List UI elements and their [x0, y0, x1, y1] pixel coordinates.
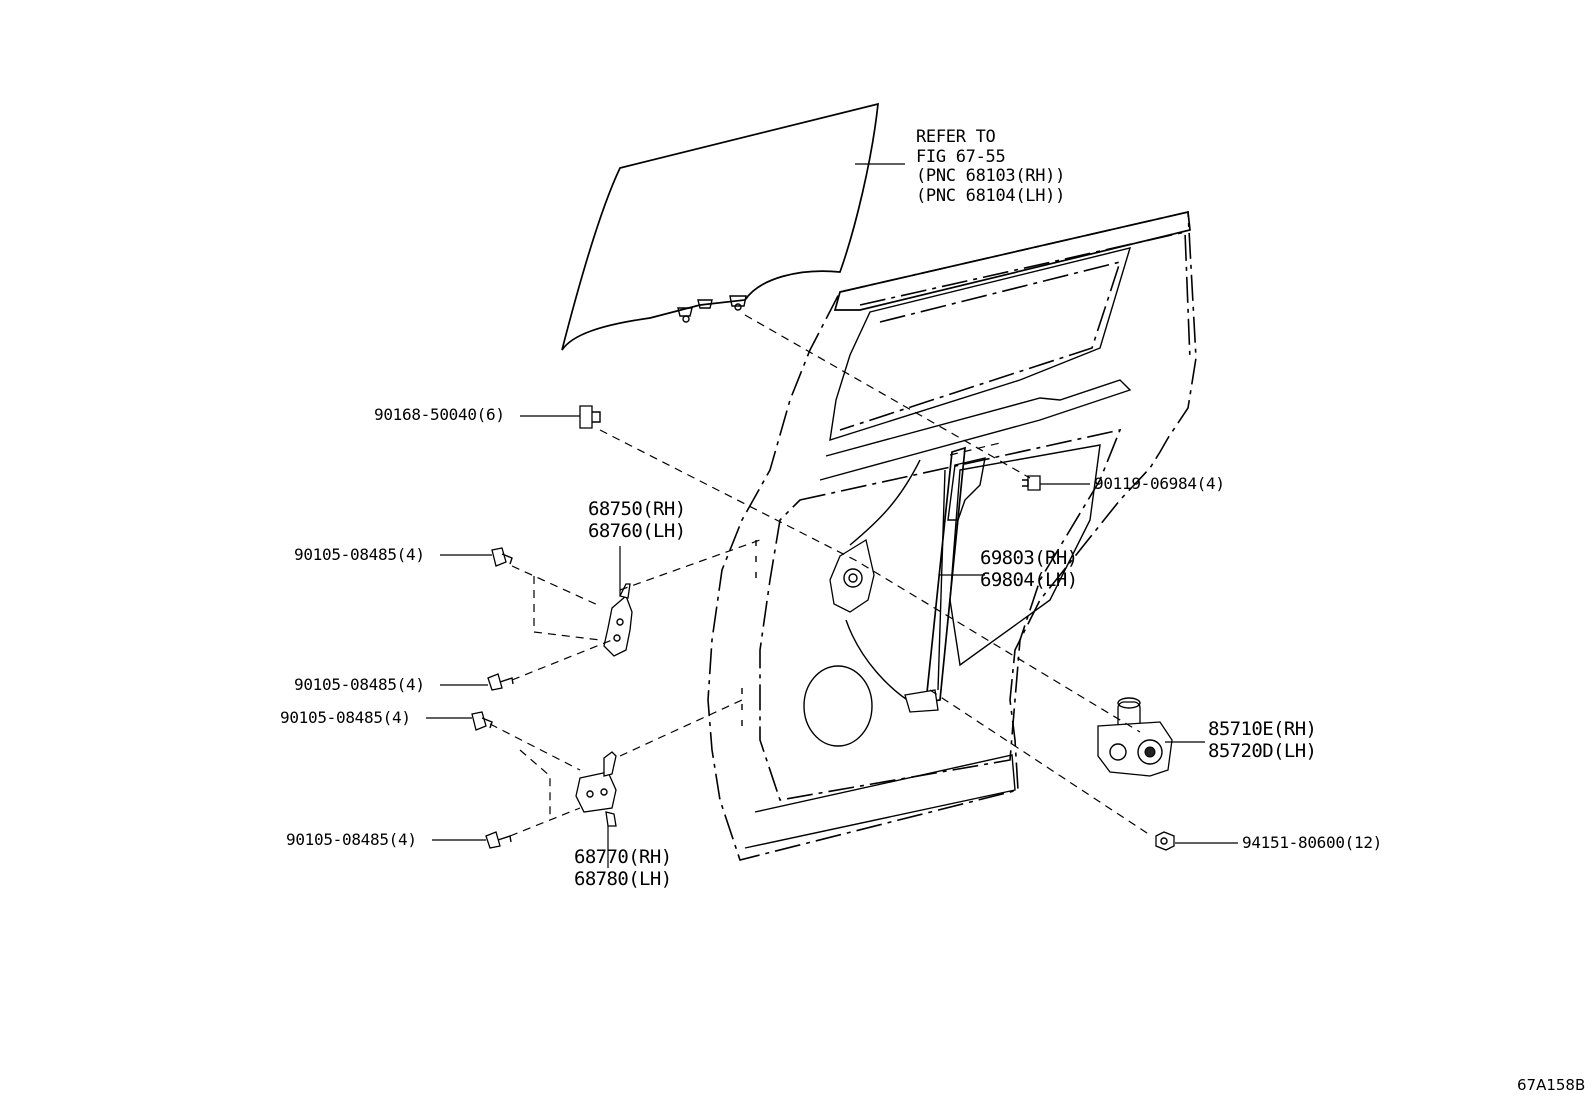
leader-lines	[426, 415, 1238, 868]
callout-regulator-lh: 69804(LH)	[980, 569, 1078, 591]
callout-motor-rh: 85710E(RH)	[1208, 718, 1317, 740]
callout-90168: 90168-50040(6)	[374, 405, 505, 424]
callout-90105-lower-a: 90105-08485(4)	[280, 708, 411, 727]
refer-line-3: (PNC 68103(RH))	[916, 166, 1066, 186]
refer-line-4: (PNC 68104(LH))	[916, 185, 1066, 206]
callout-upper-hinge-lh: 68760(LH)	[588, 520, 686, 542]
callout-lower-hinge-rh: 68770(RH)	[574, 846, 672, 868]
window-regulator	[829, 446, 986, 713]
diagram-code: 67A158B	[1517, 1076, 1586, 1094]
callout-90105-lower-b: 90105-08485(4)	[286, 830, 417, 849]
callout-94151: 94151-80600(12)	[1242, 833, 1382, 852]
callout-lower-hinge-lh: 68780(LH)	[574, 868, 672, 890]
lower-hinge	[575, 751, 617, 827]
fasteners	[471, 405, 1175, 851]
window-motor	[1097, 697, 1173, 777]
door-glass	[561, 102, 879, 351]
refer-line-2: FIG 67-55	[916, 146, 1006, 167]
callout-motor-lh: 85720D(LH)	[1208, 740, 1317, 762]
callout-90105-upper-b: 90105-08485(4)	[294, 675, 425, 694]
door-panel	[707, 210, 1197, 861]
callout-90119: 90119-06984(4)	[1094, 474, 1225, 493]
refer-note: REFER TO FIG 67-55 (PNC 68103(RH)) (PNC …	[916, 127, 1066, 206]
refer-line-1: REFER TO	[916, 127, 996, 147]
callout-regulator-rh: 69803(RH)	[980, 547, 1078, 569]
callout-upper-hinge-rh: 68750(RH)	[588, 498, 686, 520]
upper-hinge	[603, 583, 633, 657]
speaker-opening	[803, 665, 873, 747]
assembly-lines	[489, 314, 1151, 837]
callout-90105-upper-a: 90105-08485(4)	[294, 545, 425, 564]
